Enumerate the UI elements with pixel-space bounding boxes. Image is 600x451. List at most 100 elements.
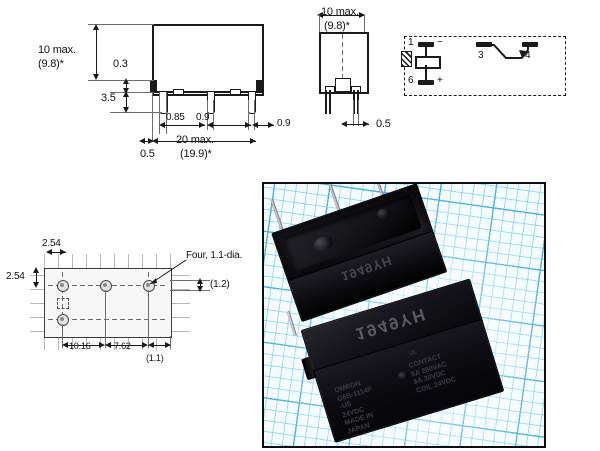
fp-pitch-x-label: 2.54 bbox=[42, 238, 61, 249]
fp-hole-leader-line bbox=[149, 259, 187, 285]
base-notch-right bbox=[230, 89, 241, 95]
diode-symbol bbox=[401, 51, 412, 67]
fp-bottom-ext-3 bbox=[148, 290, 149, 348]
pin3-ext-left bbox=[248, 100, 249, 130]
dim-085-arrow-right bbox=[199, 122, 205, 128]
side-width-nominal-label: (9.8)* bbox=[324, 20, 350, 32]
dim-pinlen-label: 3.5 bbox=[101, 92, 116, 104]
dim-pinlen-line bbox=[126, 94, 127, 110]
fp-pitch-y-arrow-top bbox=[33, 267, 39, 273]
body-lug-left bbox=[150, 80, 157, 92]
fp-pitch-x-arrow-right bbox=[60, 249, 66, 255]
dim-height-arrow-top bbox=[93, 24, 99, 30]
fp-span-right-arrow-r bbox=[142, 342, 148, 348]
fp-span-right-line bbox=[107, 345, 146, 346]
coil-lead-bottom bbox=[425, 65, 427, 81]
pin1-ext-right bbox=[166, 92, 167, 134]
ext-line-shoulder bbox=[88, 80, 154, 81]
dim-09a-arrow-right bbox=[245, 122, 251, 128]
terminal-6-sign: + bbox=[437, 75, 443, 86]
fp-edge-top-line bbox=[200, 281, 201, 289]
dim-width-max-label: 20 max. bbox=[176, 134, 214, 146]
fp-centre-line-row2 bbox=[48, 319, 166, 320]
fp-bottom-ext-2 bbox=[105, 290, 106, 348]
pin1-ext-left bbox=[159, 92, 160, 134]
dim-shoulder-label: 0.3 bbox=[113, 58, 128, 70]
fp-span-left-arrow-l bbox=[62, 342, 68, 348]
relay-open-rivet bbox=[375, 206, 392, 221]
fp-ext-right-1 bbox=[170, 280, 210, 281]
dim-09b-arrow-right bbox=[268, 122, 274, 128]
dim-width-line bbox=[154, 141, 256, 142]
side-view-drawing: 10 max. (9.8)* 0.5 bbox=[305, 0, 425, 180]
dim-height-line bbox=[96, 26, 97, 78]
base-notch-left bbox=[173, 89, 184, 95]
dim-width-arrow-left bbox=[152, 138, 158, 144]
fp-edge-top-arrow-u bbox=[197, 278, 203, 284]
fp-span-left-arrow-r bbox=[99, 342, 105, 348]
dim-pinlen-arrow-bottom bbox=[123, 107, 129, 113]
body-left-ext bbox=[152, 92, 153, 140]
dim-09b-label: 0.9 bbox=[277, 118, 291, 129]
dim-height-nominal-label: (9.8)* bbox=[38, 58, 64, 70]
ext-line-pin-bottom bbox=[110, 112, 162, 113]
dim-shoulder-line bbox=[126, 81, 127, 91]
fp-edge-top-arrow-d bbox=[197, 286, 203, 292]
pin2-ext-left bbox=[207, 100, 208, 130]
terminal-4-number: 4 bbox=[525, 50, 531, 61]
footprint-hole-4-bore bbox=[60, 317, 64, 321]
dim-width-nominal-label: (19.9)* bbox=[180, 148, 212, 160]
side-notch-right bbox=[351, 86, 361, 93]
body-baseline bbox=[150, 91, 263, 93]
dim-085-label: 0.85 bbox=[166, 112, 185, 123]
dim-height-arrow-bottom bbox=[93, 74, 99, 80]
side-centre-boss bbox=[335, 78, 351, 92]
pin3-ext-right bbox=[254, 100, 255, 130]
side-pin-ext-a bbox=[353, 100, 354, 126]
fp-edge-right-arrow-r bbox=[165, 342, 171, 348]
body-lug-right bbox=[256, 80, 263, 92]
fp-edge-right-line bbox=[150, 345, 170, 346]
dim-offset-label: 0.5 bbox=[140, 148, 155, 160]
relay-open-armature-disc bbox=[311, 233, 336, 254]
pin2-ext-right bbox=[213, 100, 214, 130]
terminal-6-pad bbox=[418, 80, 434, 85]
fp-edge-right-label: (1.1) bbox=[146, 353, 164, 363]
dim-shoulder-arrow-top bbox=[123, 78, 129, 84]
fp-pitch-y-arrow-bottom bbox=[33, 282, 39, 288]
side-dim-arrow-left bbox=[317, 12, 323, 18]
dim-09a-arrow-left bbox=[207, 122, 213, 128]
coil-lead-top bbox=[425, 45, 427, 56]
side-thickness-arrow-right bbox=[363, 121, 369, 127]
side-ext-right bbox=[364, 15, 365, 33]
dim-width-arrow-right bbox=[250, 138, 256, 144]
fp-hole-note-label: Four, 1.1-dia. bbox=[186, 250, 243, 261]
fp-pitch-x-line bbox=[48, 252, 66, 253]
side-pin-left-b bbox=[329, 90, 331, 114]
fp-pitch-y-line bbox=[36, 270, 37, 286]
side-ext-left bbox=[319, 15, 320, 33]
side-thickness-arrow-left bbox=[341, 121, 347, 127]
side-width-max-label: 10 max. bbox=[321, 6, 359, 18]
relay-closed-vent-hole bbox=[396, 369, 410, 382]
side-pin-left bbox=[325, 90, 327, 114]
fp-span-left-label: 10.16 bbox=[69, 341, 91, 351]
schematic-drawing: 1 − 6 + 3 4 bbox=[398, 30, 588, 110]
fp-pitch-x-arrow-left bbox=[46, 249, 52, 255]
dim-09b-line bbox=[254, 125, 274, 126]
fp-centre-line-col1 bbox=[62, 272, 63, 332]
dim-pinlen-arrow-top bbox=[123, 91, 129, 97]
terminal-3-pad bbox=[476, 42, 492, 47]
terminal-1-number: 1 bbox=[408, 37, 414, 48]
coil-symbol bbox=[415, 56, 441, 69]
dim-offset-arrow-right bbox=[148, 138, 154, 144]
fp-pitch-y-label: 2.54 bbox=[6, 271, 25, 282]
fp-span-left-line bbox=[64, 345, 103, 346]
fp-span-right-label: 7.62 bbox=[114, 341, 131, 351]
side-pin-right bbox=[353, 90, 355, 114]
side-centre-line bbox=[342, 34, 343, 90]
relay-closed-cert-mark: UL bbox=[408, 349, 418, 358]
terminal-3-number: 3 bbox=[478, 50, 484, 61]
